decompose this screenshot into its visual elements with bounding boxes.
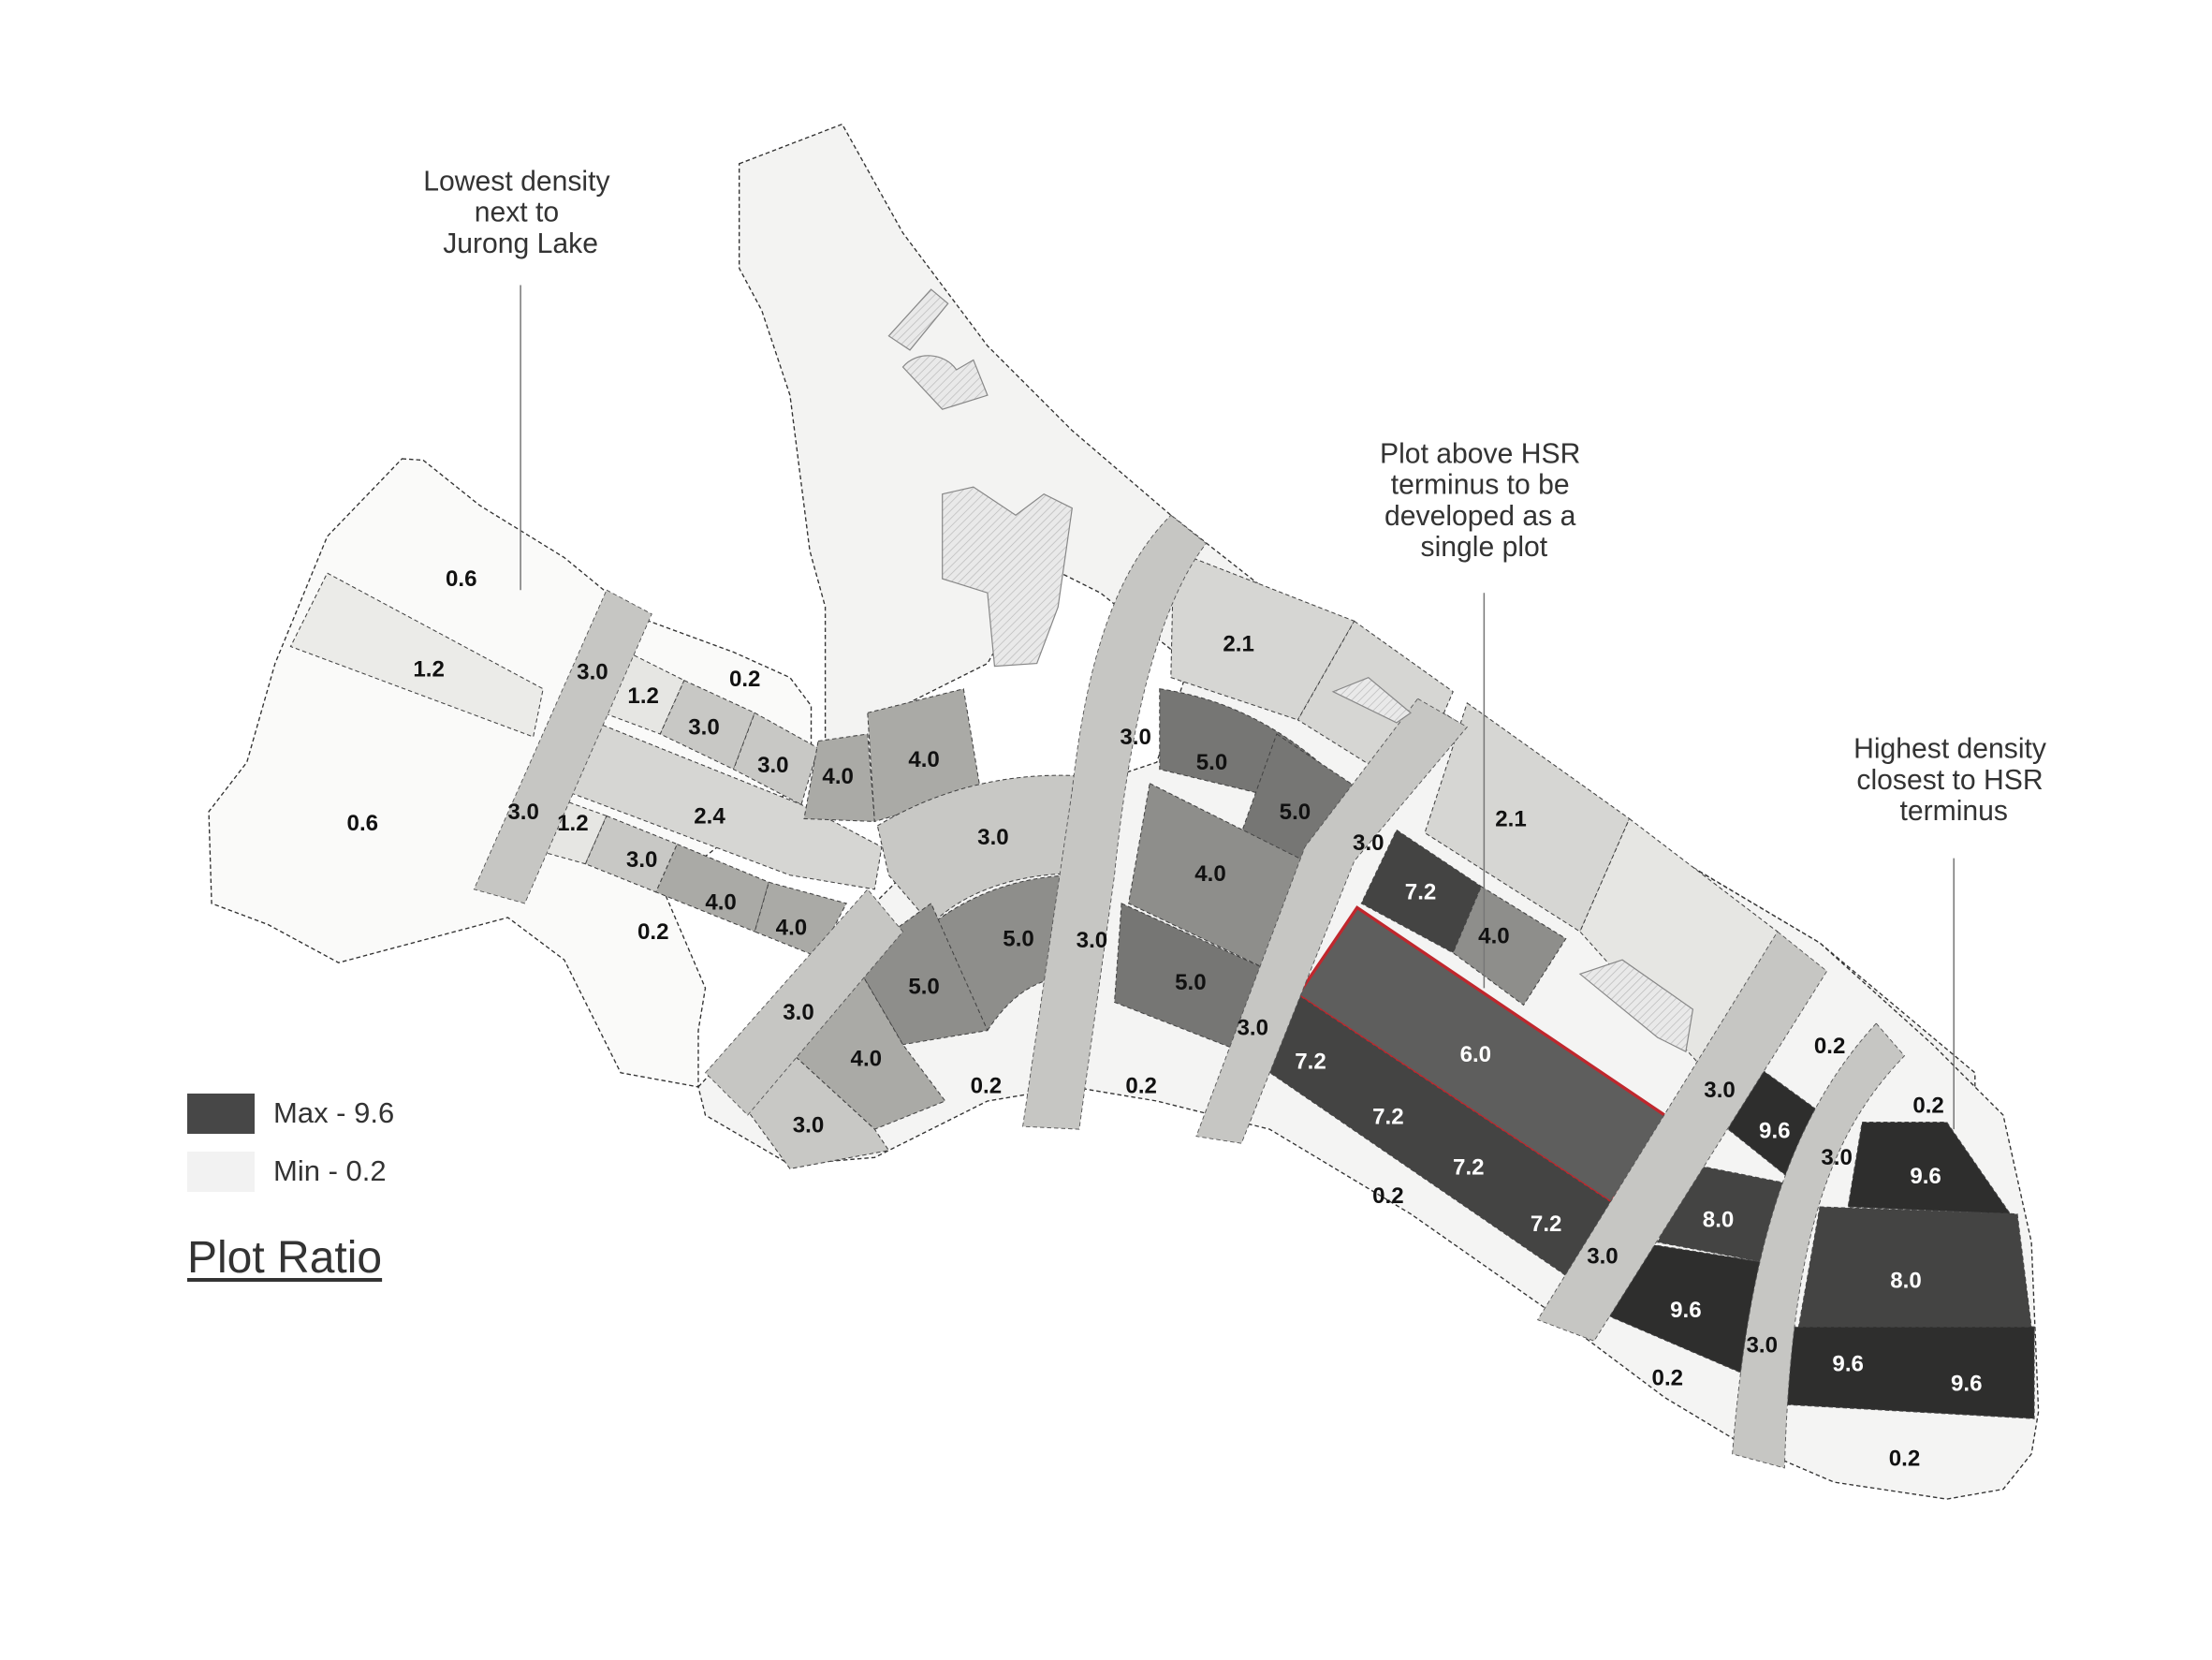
plot-label: 5.0 [908,975,940,1000]
annotation-highest-density: Highest density closest to HSR terminus [1853,734,2054,827]
plot-label: 9.6 [1759,1119,1791,1144]
plot-label: 0.2 [971,1073,1003,1098]
building-footprint [942,486,1073,668]
legend-swatch-min [187,1151,255,1192]
plot-label: 9.6 [1951,1371,1983,1396]
plot-label-hsr: 6.0 [1460,1042,1492,1067]
figure-title: Plot Ratio [187,1233,383,1283]
legend: Max - 9.6 Min - 0.2 [187,1084,394,1200]
plot-30-b [732,712,819,806]
plot-light-east [1579,817,1779,1074]
plot-label: 1.2 [413,657,445,683]
plot-label: 4.0 [1194,861,1226,887]
plot-40-b [867,688,981,823]
plot-label: 4.0 [776,915,808,940]
plot-label: 3.0 [1704,1078,1736,1103]
plot-label: 3.0 [577,660,608,685]
plot-label: 5.0 [1003,926,1034,951]
plot-label: 3.0 [1237,1015,1268,1040]
road-w1 [473,589,652,904]
plot-label: 2.4 [694,803,725,829]
plot-96-c [1847,1122,2012,1215]
plot-label: 3.0 [757,753,789,778]
legend-label-max: Max - 9.6 [273,1096,395,1129]
plot-label: 0.2 [1912,1093,1944,1118]
plot-label: 7.2 [1372,1104,1404,1129]
plot-label: 0.2 [1814,1034,1846,1059]
plot-21-a [1170,550,1355,721]
road-c3 [1195,698,1468,1144]
plot-label: 3.0 [688,714,720,740]
plot-label: 2.1 [1223,631,1254,656]
plot-row-12-west [289,572,544,738]
plot-label: 4.0 [822,764,854,789]
plot-label: 3.0 [793,1112,825,1138]
road-sw [704,889,904,1116]
road-c1 [1022,514,1208,1130]
plot-label: 3.0 [1120,725,1151,750]
plot-label: 3.0 [1747,1333,1779,1359]
plot-96-de [1783,1326,2035,1419]
plot-label: 9.6 [1670,1298,1702,1323]
plot-80-b [1797,1206,2032,1328]
plot-72-top [1360,829,1483,954]
plot-label: 9.6 [1832,1351,1864,1376]
plot-label: 1.2 [557,811,589,836]
building-footprint [901,355,989,410]
plot-30-curve [876,774,1116,926]
plot-label: 4.0 [705,889,737,915]
plot-label: 8.0 [1890,1268,1922,1293]
road-e2 [1732,1022,1906,1469]
plot-label: 0.2 [637,919,669,945]
plot-label: 7.2 [1405,880,1437,905]
legend-item-max: Max - 9.6 [187,1084,394,1142]
plot-label: 9.6 [1910,1164,1941,1189]
building-footprint [1331,676,1413,724]
plot-label: 4.0 [908,747,940,772]
plot-21-b [1424,701,1631,933]
plot-label: 1.2 [627,683,659,709]
plot-ratio-labels: 0.6 1.2 0.6 3.0 3.0 1.2 0.2 3.0 3.0 4.0 … [347,566,1983,1471]
plot-label: 5.0 [1280,800,1311,825]
plot-label: 0.2 [729,667,761,692]
plot-40-d [754,881,847,958]
annotation-hsr-single-plot: Plot above HSR terminus to be developed … [1380,439,1589,564]
road-e1 [1536,931,1828,1342]
plot-label: 3.0 [977,825,1009,850]
plot-label: 3.0 [1821,1145,1853,1170]
plot-label: 0.2 [1372,1183,1404,1209]
annotation-lowest-density: Lowest density next to Jurong Lake [423,167,618,259]
plot-label: 3.0 [1587,1244,1619,1270]
building-footprint [887,288,949,351]
legend-item-min: Min - 0.2 [187,1142,394,1200]
plot-40-f [1452,886,1567,1006]
plot-label: 4.0 [851,1047,883,1072]
plot-label: 0.2 [1652,1365,1684,1390]
plot-label: 8.0 [1703,1207,1735,1232]
plot-label: 7.2 [1531,1212,1562,1237]
plot-label: 7.2 [1295,1050,1326,1075]
plot-label: 0.6 [347,811,379,836]
plot-row-24 [564,719,883,890]
building-footprint [1578,959,1694,1053]
plot-label: 3.0 [1353,830,1384,856]
legend-label-min: Min - 0.2 [273,1154,387,1187]
plot-label: 3.0 [783,1000,814,1025]
plot-label: 3.0 [507,800,539,825]
plot-label: 5.0 [1196,750,1228,775]
plot-label: 5.0 [1175,970,1207,995]
plot-label: 0.2 [1125,1073,1157,1098]
plot-label: 2.1 [1495,806,1527,831]
plot-label: 3.0 [1077,928,1108,953]
legend-swatch-max [187,1093,255,1134]
plot-label: 3.0 [626,847,658,873]
plot-label: 4.0 [1478,923,1510,948]
plot-label: 0.2 [1889,1446,1921,1471]
plot-label: 7.2 [1453,1155,1485,1181]
plot-label: 0.6 [446,566,477,592]
